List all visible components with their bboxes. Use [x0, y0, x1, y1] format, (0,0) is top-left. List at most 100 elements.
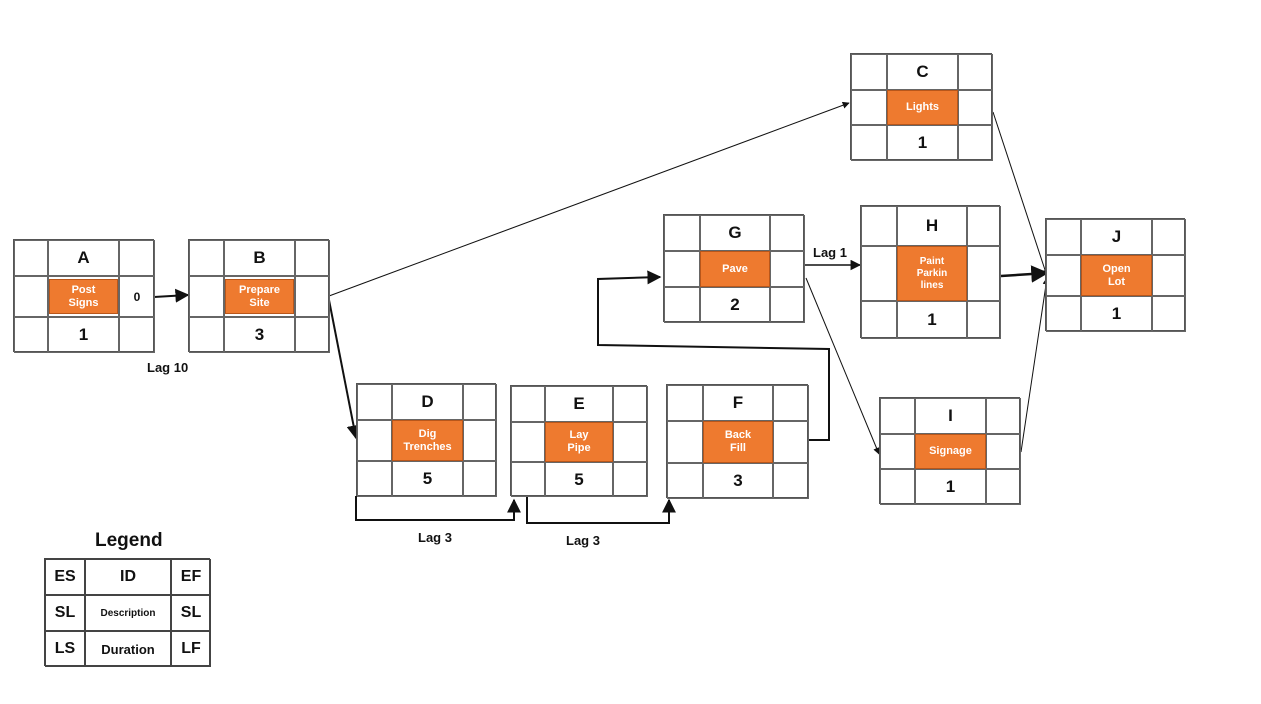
- sl-cell: [880, 434, 915, 469]
- ef-cell: [773, 385, 809, 421]
- ls-cell: [667, 463, 703, 499]
- legend-lf: LF: [171, 631, 211, 667]
- activity-id: F: [703, 385, 773, 421]
- ef-cell: [967, 206, 1001, 246]
- lag-label-e-f: Lag 3: [566, 533, 600, 548]
- ef-cell: [613, 386, 648, 422]
- activity-id: I: [915, 398, 986, 434]
- activity-description: Lay Pipe: [567, 429, 591, 454]
- legend-es: ES: [45, 559, 85, 595]
- es-cell: [861, 206, 897, 246]
- ef-cell: [770, 215, 805, 251]
- sl-cell: [14, 276, 48, 317]
- ls-cell: [664, 287, 700, 323]
- es-cell: [880, 398, 915, 434]
- lag-label-g-h: Lag 1: [813, 245, 847, 260]
- arrow-f-g: [597, 270, 830, 441]
- sl-cell: [613, 422, 648, 462]
- lf-cell: [613, 462, 648, 497]
- arrow-e-f: [526, 496, 676, 524]
- es-cell: [14, 240, 48, 276]
- ef-cell: [463, 384, 497, 420]
- ef-cell: [1152, 219, 1186, 255]
- arrow-g-i: [805, 277, 880, 455]
- activity-description: Back Fill: [724, 429, 752, 454]
- activity-id: J: [1081, 219, 1152, 255]
- activity-node-e: E Lay Pipe 5: [510, 385, 648, 497]
- lf-cell: [463, 461, 497, 497]
- description-cell: Post Signs: [48, 276, 119, 317]
- arrow-b-c: [328, 101, 850, 297]
- sl-cell: [667, 421, 703, 463]
- activity-duration: 1: [48, 317, 119, 353]
- activity-description: Prepare Site: [239, 283, 280, 309]
- activity-node-j: J Open Lot 1: [1045, 218, 1186, 332]
- activity-description: Paint Parkin lines: [916, 255, 948, 291]
- sl-cell: [1046, 255, 1081, 296]
- activity-description: Dig Trenches: [403, 427, 452, 453]
- es-cell: [851, 54, 887, 90]
- activity-duration: 1: [887, 125, 958, 161]
- lag-label-d-e: Lag 3: [418, 530, 452, 545]
- description-cell: Dig Trenches: [392, 420, 463, 461]
- activity-id: D: [392, 384, 463, 420]
- sl-cell: [1152, 255, 1186, 296]
- activity-duration: 3: [224, 317, 295, 353]
- arrow-a-b: [153, 288, 190, 303]
- lf-cell: [119, 317, 155, 353]
- activity-id: E: [545, 386, 613, 422]
- activity-duration: 1: [1081, 296, 1152, 332]
- es-cell: [1046, 219, 1081, 255]
- description-cell: Paint Parkin lines: [897, 246, 967, 301]
- description-cell: Lay Pipe: [545, 422, 613, 462]
- ls-cell: [861, 301, 897, 339]
- lag-label-a-b: Lag 10: [147, 360, 189, 375]
- activity-duration: 3: [703, 463, 773, 499]
- description-cell: Open Lot: [1081, 255, 1152, 296]
- activity-id: G: [700, 215, 770, 251]
- sl-cell: [511, 422, 545, 462]
- sl-cell: [357, 420, 392, 461]
- arrow-h-j: [1000, 265, 1049, 283]
- ef-cell: [986, 398, 1021, 434]
- activity-description: Pave: [722, 262, 748, 275]
- sl-cell: [851, 90, 887, 125]
- es-cell: [189, 240, 224, 276]
- activity-node-a: A Post Signs 0 1: [13, 239, 155, 353]
- activity-id: H: [897, 206, 967, 246]
- ls-cell: [189, 317, 224, 353]
- sl-cell: [189, 276, 224, 317]
- sl-cell: [773, 421, 809, 463]
- ef-cell: [958, 54, 993, 90]
- activity-node-h: H Paint Parkin lines 1: [860, 205, 1001, 339]
- legend-sl-right: SL: [171, 595, 211, 631]
- sl-cell: [861, 246, 897, 301]
- activity-node-d: D Dig Trenches 5: [356, 383, 497, 497]
- legend-title: Legend: [95, 530, 163, 551]
- activity-description: Lights: [906, 101, 939, 113]
- activity-node-f: F Back Fill 3: [666, 384, 809, 499]
- ls-cell: [1046, 296, 1081, 332]
- description-cell: Signage: [915, 434, 986, 469]
- sl-cell: [463, 420, 497, 461]
- activity-duration: 5: [392, 461, 463, 497]
- legend-description: Description: [85, 595, 171, 631]
- activity-duration: 1: [915, 469, 986, 505]
- description-cell: Back Fill: [703, 421, 773, 463]
- sl-cell: [967, 246, 1001, 301]
- activity-duration: 1: [897, 301, 967, 339]
- ls-cell: [851, 125, 887, 161]
- sl-cell: [770, 251, 805, 287]
- legend-ef: EF: [171, 559, 211, 595]
- lf-cell: [958, 125, 993, 161]
- activity-description: Signage: [929, 445, 972, 457]
- lf-cell: [986, 469, 1021, 505]
- ls-cell: [511, 462, 545, 497]
- legend-ls: LS: [45, 631, 85, 667]
- lf-cell: [295, 317, 330, 353]
- description-cell: Pave: [700, 251, 770, 287]
- slack-value: 0: [119, 276, 155, 317]
- activity-id: B: [224, 240, 295, 276]
- sl-cell: [664, 251, 700, 287]
